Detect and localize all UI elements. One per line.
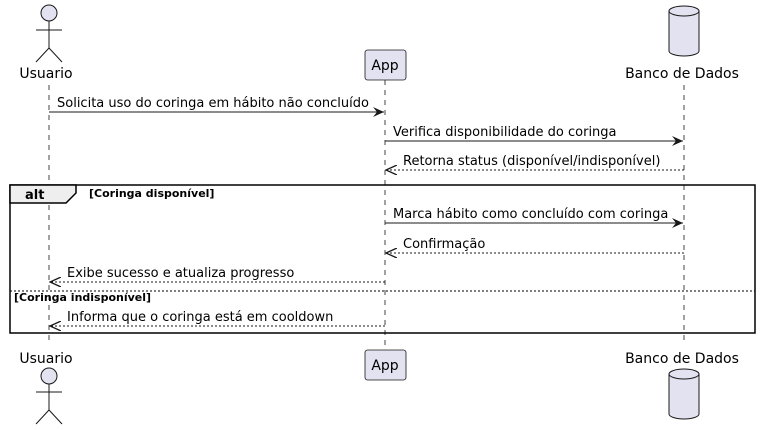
actor-usuario-top: Usuario [19, 4, 73, 82]
message-label-5: Confirmação [403, 237, 485, 252]
database-banco-top: Banco de Dados [625, 5, 739, 82]
message-label-3: Retorna status (disponível/indisponível) [403, 154, 660, 169]
message-label-1: Solicita uso do coringa em hábito não co… [57, 96, 369, 111]
participant-label-app-bottom: App [371, 358, 398, 374]
database-icon [668, 368, 700, 420]
actor-icon [35, 4, 63, 63]
message-label-6: Exibe sucesso e atualiza progresso [67, 266, 294, 281]
participant-app-top: App [364, 49, 407, 81]
alt-guard-1: [Coringa disponível] [89, 187, 214, 200]
actor-icon [35, 367, 63, 425]
participant-label-banco-bottom: Banco de Dados [625, 351, 739, 367]
alt-fragment: alt [Coringa disponível] [Coringa indisp… [9, 184, 756, 334]
message-label-4: Marca hábito como concluído com coringa [393, 207, 668, 222]
message-label-7: Informa que o coringa está em cooldown [67, 310, 333, 325]
participant-label-banco: Banco de Dados [625, 66, 739, 82]
alt-guard-2: [Coringa indisponível] [14, 291, 151, 304]
participant-app-bottom: App [364, 349, 407, 381]
database-banco-bottom: Banco de Dados [625, 351, 739, 420]
participant-label-app: App [371, 58, 398, 74]
participant-label-usuario-bottom: Usuario [19, 351, 72, 367]
actor-usuario-bottom: Usuario [19, 351, 73, 425]
participant-label-usuario: Usuario [19, 66, 72, 82]
message-label-2: Verifica disponibilidade do coringa [393, 125, 617, 140]
database-icon [668, 5, 700, 57]
alt-keyword: alt [25, 188, 44, 203]
